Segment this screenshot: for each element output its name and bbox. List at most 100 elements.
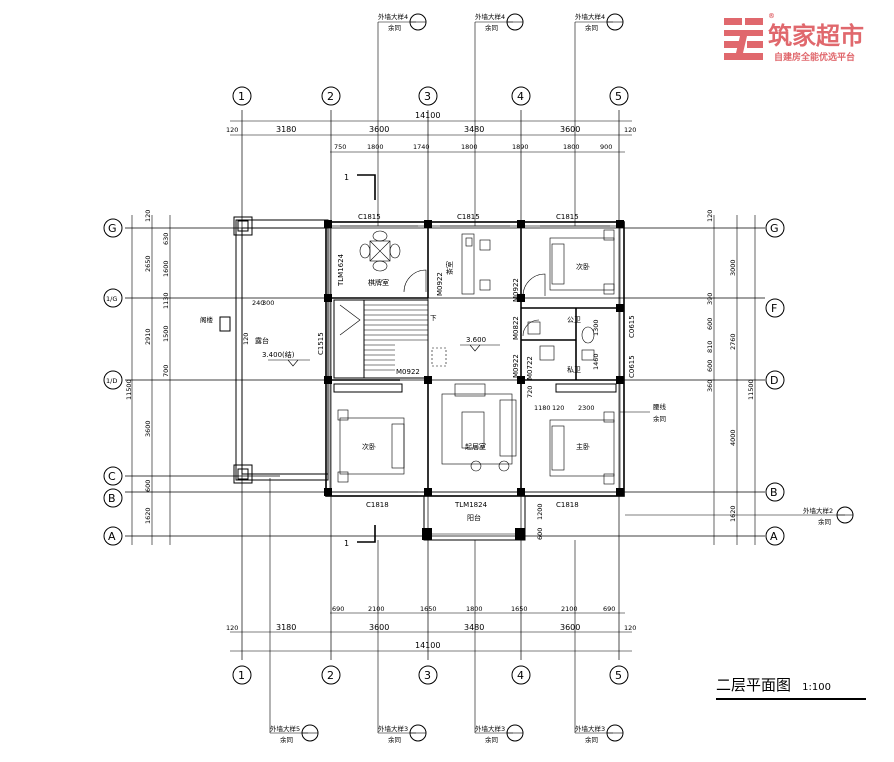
ref-top-1: 外墙大样4	[378, 12, 408, 21]
dim-bottom-sub-4: 1800	[466, 605, 483, 613]
dim-left-inner-5: 700	[162, 365, 170, 377]
dim-left-e: 1620	[144, 507, 152, 524]
top-dimensions: 14100 120 3180 3600 3480 3600 120 750 18…	[226, 111, 636, 153]
dim-right-inner-4: 600	[706, 360, 714, 372]
door-m0822: M0822	[512, 316, 520, 340]
ref-top-3-sub: 余同	[585, 23, 598, 32]
dim-end-tr: 120	[624, 126, 636, 134]
ref-right: 外墙大样2	[803, 506, 833, 515]
dim-misc-120: 120	[242, 333, 250, 345]
wardrobe-icon-2	[555, 383, 617, 393]
axis-label-1g-left: 1/G	[106, 295, 117, 303]
window-c0615-2: C0615	[628, 355, 636, 378]
window-c1815-3: C1815	[556, 213, 579, 221]
door-m0722: M0722	[526, 356, 534, 380]
sofa-icon	[441, 383, 517, 472]
dim-1300: 1300	[592, 319, 600, 336]
dim-right-end: 120	[706, 210, 714, 222]
bed-icon	[549, 229, 615, 295]
door-m0922-3: M0922	[396, 368, 420, 376]
ref-top-3: 外墙大样4	[575, 12, 605, 21]
dim-total-bottom: 14100	[415, 641, 440, 650]
interior-dims: 1180 120 2300 1300 1460 720	[526, 319, 600, 412]
axis-bubbles-right: G F D B A	[765, 218, 785, 546]
dim-end-tl: 120	[226, 126, 238, 134]
ref-bottom-2: 外墙大样3	[378, 724, 408, 733]
dim-total-top: 14100	[415, 111, 440, 120]
room-bedroom-2b: 次卧	[362, 442, 376, 451]
section-mark: 1 1	[344, 173, 376, 548]
room-family: 起居室	[465, 442, 486, 451]
axis-label-b-left: B	[108, 492, 116, 505]
dim-bay-4-bottom: 3600	[560, 623, 580, 632]
ref-top-2-sub: 余同	[485, 23, 498, 32]
axis-label-3-bottom: 3	[424, 669, 431, 682]
bottom-dimensions: 690 2100 1650 1800 1650 2100 690 120 318…	[226, 605, 636, 652]
dim-1180: 1180	[534, 404, 551, 412]
dim-left-d: 600	[144, 480, 152, 492]
side-note-2: 余同	[653, 414, 666, 423]
dim-2300: 2300	[578, 404, 595, 412]
dim-bottom-sub-7: 690	[603, 605, 615, 613]
dim-right-a: 3000	[729, 259, 737, 276]
window-c1815-2: C1815	[457, 213, 480, 221]
dim-top-sub-7: 900	[600, 143, 612, 151]
dim-top-sub-6: 1800	[563, 143, 580, 151]
room-small: 阁楼	[200, 315, 214, 324]
dim-misc-240: 240	[252, 299, 264, 307]
wardrobe-icon	[333, 383, 403, 393]
right-dimensions: 120 3000 2760 4000 1620 11500 390 600 81…	[706, 210, 756, 545]
section-label-top: 1	[344, 173, 349, 182]
room-master: 主卧	[576, 442, 590, 451]
ref-bottom-2-sub: 余同	[388, 735, 401, 744]
axis-bubbles-left: G 1/G 1/D C B A	[103, 218, 123, 546]
room-private-bath: 私卫	[567, 365, 581, 374]
ref-right-sub: 余同	[818, 517, 831, 526]
brand-logo: 筑家超市 自建房全能优选平台 ®	[718, 8, 894, 68]
logo-glyph-icon	[724, 18, 763, 60]
balcony: 阳台 1200 600	[422, 495, 544, 541]
axis-label-3: 3	[424, 90, 431, 103]
ref-bottom-4: 外墙大样3	[575, 724, 605, 733]
furniture	[333, 229, 617, 485]
terrace: 露台 3.400(结) 阁楼 240 300 120	[200, 216, 329, 484]
window-tlm1824: TLM1824	[454, 501, 488, 509]
elev-floor: 3.600	[466, 336, 486, 344]
ref-bottom-1-sub: 余同	[280, 735, 293, 744]
toilet-icon	[527, 321, 595, 361]
dim-bottom-sub-5: 1650	[511, 605, 528, 613]
dim-bay-2-bottom: 3600	[369, 623, 389, 632]
dim-120-inner: 120	[552, 404, 564, 412]
axis-label-2-bottom: 2	[327, 669, 334, 682]
room-balcony: 阳台	[467, 513, 481, 522]
dim-left-inner-3: 1130	[162, 292, 170, 309]
axis-label-5: 5	[615, 90, 622, 103]
axis-label-g-left: G	[108, 222, 117, 235]
room-tea: 茶室	[445, 261, 454, 275]
left-dimensions: 11500 2650 2910 3600 600 1620 630 1600 1…	[125, 210, 171, 545]
dim-balcony-600: 600	[536, 528, 544, 540]
dim-bottom-sub-3: 1650	[420, 605, 437, 613]
ref-top-2: 外墙大样4	[475, 12, 505, 21]
dim-left-inner-1: 630	[162, 233, 170, 245]
dim-bay-2: 3600	[369, 125, 389, 134]
door-m0922-2: M0922	[512, 278, 520, 302]
dim-right-b: 2760	[729, 333, 737, 350]
dim-left-inner-2: 1600	[162, 260, 170, 277]
dim-bay-1-bottom: 3180	[276, 623, 296, 632]
axis-label-f-right: F	[771, 302, 777, 315]
dim-end-br: 120	[624, 624, 636, 632]
dim-top-sub-3: 1740	[413, 143, 430, 151]
stair: 下	[333, 299, 447, 379]
room-chess: 棋牌室	[368, 278, 389, 287]
dim-bottom-sub-1: 690	[332, 605, 344, 613]
dim-top-sub-2: 1800	[367, 143, 384, 151]
dim-bottom-sub-2: 2100	[368, 605, 385, 613]
ref-bottom-3-sub: 余同	[485, 735, 498, 744]
axis-bubbles-top: 1 2 3 4 5	[232, 86, 629, 106]
elev-terrace: 3.400(结)	[262, 350, 295, 359]
room-labels: 棋牌室 茶室 次卧 次卧 主卧 公卫 私卫 起居室 3.600 腰线 余同	[362, 261, 667, 451]
dim-bottom-sub-6: 2100	[561, 605, 578, 613]
logo-reg: ®	[768, 12, 775, 20]
